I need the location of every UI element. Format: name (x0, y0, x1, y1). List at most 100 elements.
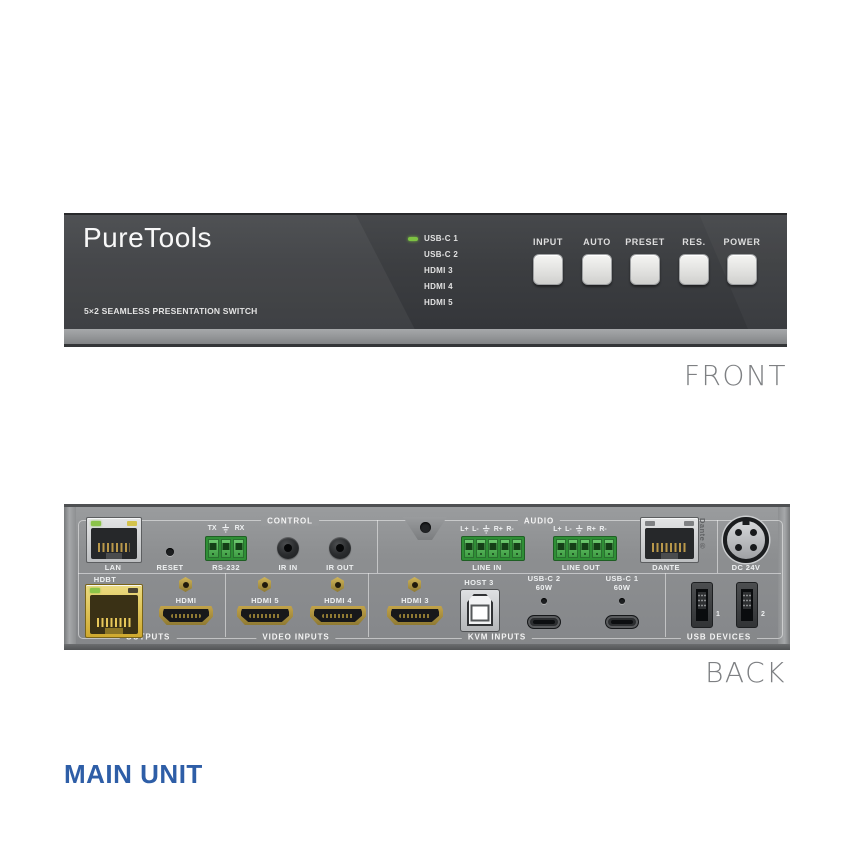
usb-a-tongue (743, 592, 751, 609)
group-label-video-inputs: VIDEO INPUTS (256, 632, 336, 642)
led-row-hdmi5: HDMI 5 (408, 294, 458, 310)
button-label: PRESET (625, 237, 665, 247)
rs232-pin-labels: TX RX (207, 524, 245, 533)
led-indicator-off (408, 300, 418, 304)
divider-outputs-video (225, 573, 226, 637)
hdmi3-label: HDMI 3 (401, 596, 429, 605)
usb-a-port-1 (691, 582, 713, 628)
hdmi-pins (249, 614, 281, 618)
usbc2-power-label: 60W (535, 583, 553, 592)
ir-out-jack (329, 537, 351, 559)
hdmi4-label: HDMI 4 (324, 596, 352, 605)
phoenix-pin (556, 539, 566, 558)
dante-port (640, 517, 699, 563)
hdbt-port (85, 584, 143, 638)
rx-label: RX (234, 525, 245, 532)
lan-port-opening (91, 528, 137, 559)
hdbt-port-opening (90, 595, 138, 634)
led-indicator-on (408, 236, 418, 241)
phoenix-pin (488, 539, 498, 558)
input-led-list: USB-C 1 USB-C 2 HDMI 3 HDMI 4 HDMI 5 (408, 231, 458, 310)
back-caption: BACK (705, 656, 786, 689)
button-group-input: INPUT (522, 237, 574, 285)
reset-pinhole (166, 548, 174, 556)
pin-label: R- (506, 526, 514, 533)
preset-pushbutton (630, 254, 660, 285)
phoenix-pin (233, 539, 245, 558)
usbc2-label: USB-C 2 (527, 574, 561, 583)
front-caption: FRONT (683, 359, 787, 392)
ir-out-label: IR OUT (326, 563, 354, 572)
led-indicator-off (408, 268, 418, 272)
mid-divider (78, 573, 781, 574)
line-out-phoenix-connector (553, 536, 617, 561)
line-in-pin-labels: L+ L- R+ R- (460, 525, 514, 534)
hdmi-opening (163, 609, 209, 622)
dc-24v-label: DC 24V (731, 563, 761, 572)
back-right-flange (778, 507, 790, 644)
phoenix-pin (220, 539, 232, 558)
hdmi5-screw (258, 577, 271, 592)
line-in-label: LINE IN (472, 563, 502, 572)
led-label: HDMI 4 (424, 281, 453, 291)
hdmi3-port (387, 606, 443, 625)
button-label: AUTO (583, 237, 611, 247)
usbc1-power-label: 60W (613, 583, 631, 592)
main-unit-label: MAIN UNIT (64, 759, 203, 789)
hdmi-out-screw (179, 577, 192, 592)
group-label-audio: AUDIO (517, 516, 561, 526)
phoenix-pin (580, 539, 590, 558)
pin-label: R- (599, 526, 607, 533)
ground-icon (222, 524, 229, 533)
res-pushbutton (679, 254, 709, 285)
pin-label: L+ (553, 526, 562, 533)
hdmi3-screw (408, 577, 421, 592)
led-label: USB-C 2 (424, 250, 459, 260)
usbc2-led-hole (541, 598, 547, 604)
pin-label: R+ (493, 526, 503, 533)
tx-label: TX (207, 525, 217, 532)
phoenix-pin (464, 539, 474, 558)
usbc1-label: USB-C 1 (605, 574, 639, 583)
line-out-pin-labels: L+ L- R+ R- (553, 525, 607, 534)
back-bottom-edge (64, 644, 790, 650)
rj45-clip (105, 553, 123, 559)
lan-led-yellow (127, 521, 137, 526)
host3-usb-b-port (460, 589, 500, 632)
din-pin (750, 529, 757, 536)
auto-pushbutton (582, 254, 612, 285)
led-row-hdmi4: HDMI 4 (408, 278, 458, 294)
hdmi-opening (241, 609, 289, 622)
front-bottom-bevel (64, 329, 787, 344)
lan-led-green (91, 521, 101, 526)
hdbt-label: HDBT (93, 575, 117, 584)
button-group-auto: AUTO (571, 237, 623, 285)
phoenix-pin (592, 539, 602, 558)
pin-label: R+ (586, 526, 596, 533)
group-label-control: CONTROL (261, 516, 319, 526)
hdmi-opening (391, 609, 439, 622)
screw-hole (420, 522, 431, 533)
divider-audio-power (717, 520, 718, 573)
rj45-pins (98, 543, 130, 552)
hdmi-pins (171, 614, 201, 618)
brand-logo: PureTools (83, 222, 213, 253)
hdmi5-port (237, 606, 293, 625)
usb-a-port-2 (736, 582, 758, 628)
ground-icon (575, 525, 583, 534)
host3-label: HOST 3 (464, 578, 494, 587)
hdmi-pins (322, 614, 354, 618)
hdmi-out-port (159, 606, 213, 625)
button-label: POWER (723, 237, 761, 247)
phoenix-pin (500, 539, 510, 558)
led-label: USB-C 1 (424, 234, 459, 244)
rj45-pins (97, 618, 131, 627)
ir-in-jack (277, 537, 299, 559)
divider-video-kvm (368, 573, 369, 637)
led-row-usbc2: USB-C 2 (408, 247, 458, 263)
usb-port-number-1: 1 (716, 611, 720, 618)
pin-label: L- (565, 526, 572, 533)
button-label: INPUT (533, 237, 563, 247)
rj45-clip (660, 553, 679, 559)
phoenix-pin (208, 539, 219, 558)
